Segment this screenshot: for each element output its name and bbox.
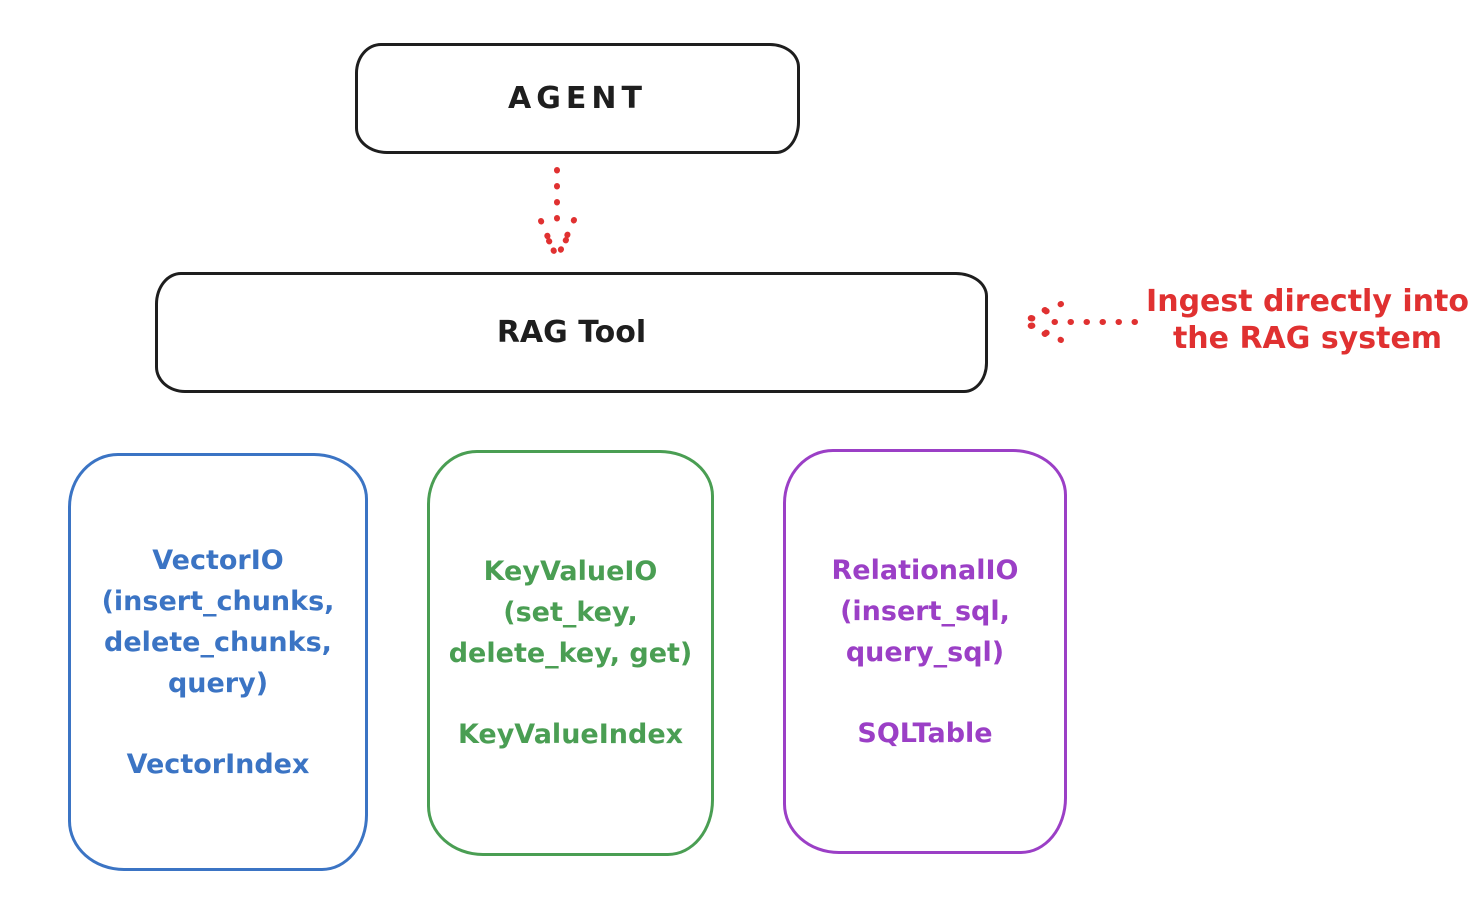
keyvalue-io-box: KeyValueIO (set_key, delete_key, get) Ke…	[427, 450, 714, 856]
ingest-arrow	[1023, 301, 1138, 343]
agent-box: AGENT	[355, 43, 800, 154]
rag-tool-label: RAG Tool	[496, 315, 647, 350]
vector-index-label: VectorIndex	[126, 748, 310, 780]
agent-to-rag-arrow	[538, 167, 577, 259]
keyvalue-io-methods: KeyValueIO (set_key, delete_key, get)	[448, 556, 693, 669]
relational-io-methods: RelationalIO (insert_sql, query_sql)	[831, 554, 1019, 668]
sql-table-label: SQLTable	[857, 717, 993, 749]
agent-label: AGENT	[508, 81, 647, 116]
vector-io-box: VectorIO (insert_chunks, delete_chunks, …	[68, 453, 368, 871]
rag-tool-box: RAG Tool	[155, 272, 988, 393]
ingest-annotation-text: Ingest directly into the RAG system	[1146, 284, 1469, 356]
relational-io-box: RelationalIO (insert_sql, query_sql) SQL…	[783, 449, 1067, 854]
vector-io-methods: VectorIO (insert_chunks, delete_chunks, …	[101, 544, 335, 699]
keyvalue-index-label: KeyValueIndex	[457, 719, 684, 750]
